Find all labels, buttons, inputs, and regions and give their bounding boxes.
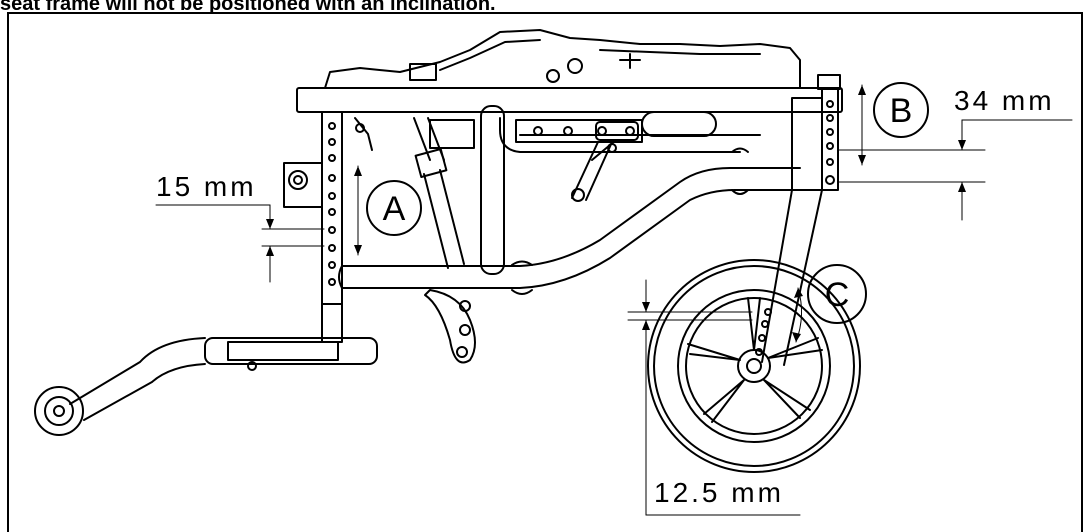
hinge-bar <box>515 111 717 202</box>
dimension-b-arrows <box>858 85 966 192</box>
label-a-circle <box>366 180 422 236</box>
label-b-circle <box>873 82 929 138</box>
seat-bracket <box>424 289 476 364</box>
dimension-a-lines <box>155 165 359 283</box>
front-post <box>283 111 343 343</box>
drawing-frame <box>7 12 1083 532</box>
seat-cushion <box>324 29 801 89</box>
caster-wheel <box>647 259 861 473</box>
rear-bracket <box>791 87 839 191</box>
caster-fork <box>746 189 823 374</box>
rear-wheel-glimpse <box>511 147 749 295</box>
seat-frame-top-rail <box>296 74 843 113</box>
gas-spring <box>354 117 475 269</box>
dimension-b-text: 34 mm <box>954 85 1055 116</box>
dimension-b-lines <box>837 84 1073 221</box>
label-a: A <box>383 190 406 228</box>
caption-text: seat frame will not be positioned with a… <box>0 0 496 15</box>
vertical-connector <box>480 105 505 275</box>
label-b: B <box>890 92 913 130</box>
dimension-a-text: 15 mm <box>156 171 257 202</box>
label-c: C <box>825 276 850 314</box>
dimension-c-text: 12.5 mm <box>654 477 784 508</box>
lower-frame-tube <box>338 167 801 289</box>
dimension-a-arrows <box>266 166 362 256</box>
footrest-leg <box>34 337 378 436</box>
label-c-circle <box>807 264 867 324</box>
dimension-c-arrows <box>642 288 803 342</box>
